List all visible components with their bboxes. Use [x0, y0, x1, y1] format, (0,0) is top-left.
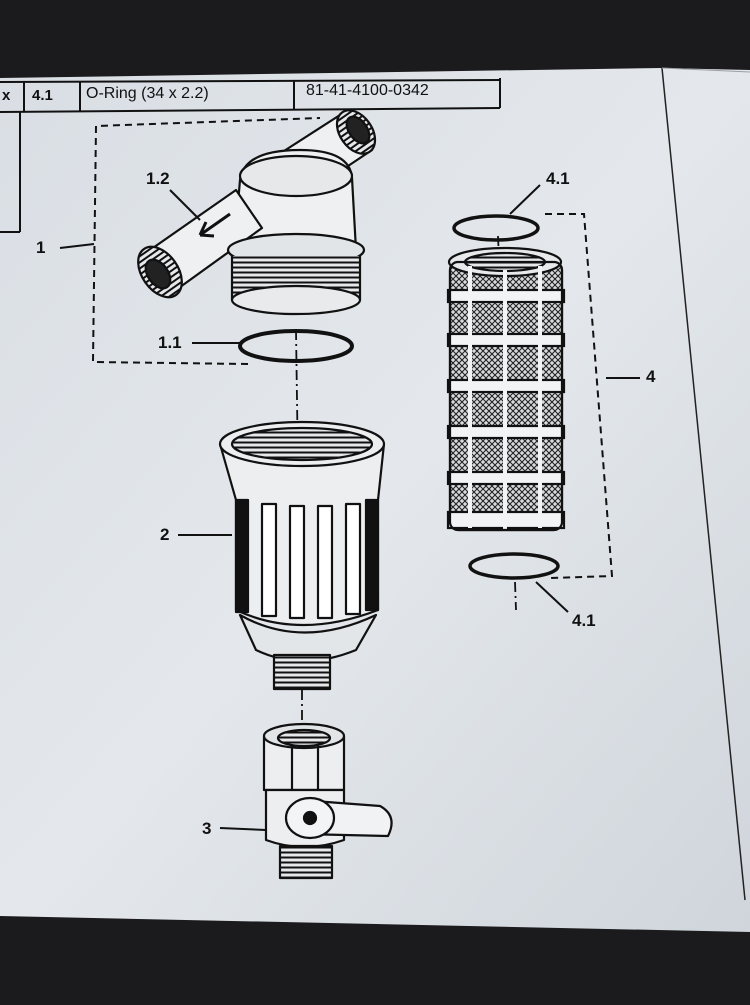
assembly-4-frame [545, 213, 614, 579]
parts-table-row [0, 78, 501, 233]
callout-1-2: 1.2 [146, 169, 170, 188]
table-description: O-Ring (34 x 2.2) [86, 85, 209, 102]
assembly-1-frame [91, 117, 321, 365]
table-part-number: 81-41-4100-0342 [306, 82, 429, 99]
housing-head-drawing [137, 109, 377, 316]
leader-lines [59, 184, 640, 831]
o-ring-1-1-drawing [238, 329, 354, 363]
filter-cartridge-drawing [446, 214, 566, 580]
callout-4: 4 [646, 367, 656, 386]
table-item-number: 4.1 [32, 87, 53, 104]
callout-4-1-bottom: 4.1 [572, 611, 596, 630]
table-edge-char: x [2, 87, 11, 104]
callout-1-1: 1.1 [158, 333, 182, 352]
callout-4-1-top: 4.1 [546, 169, 570, 188]
callout-3: 3 [202, 819, 212, 838]
drain-valve-drawing [262, 722, 393, 880]
callout-2: 2 [160, 525, 170, 544]
filter-bowl-drawing [218, 420, 386, 691]
callout-1: 1 [36, 238, 46, 257]
